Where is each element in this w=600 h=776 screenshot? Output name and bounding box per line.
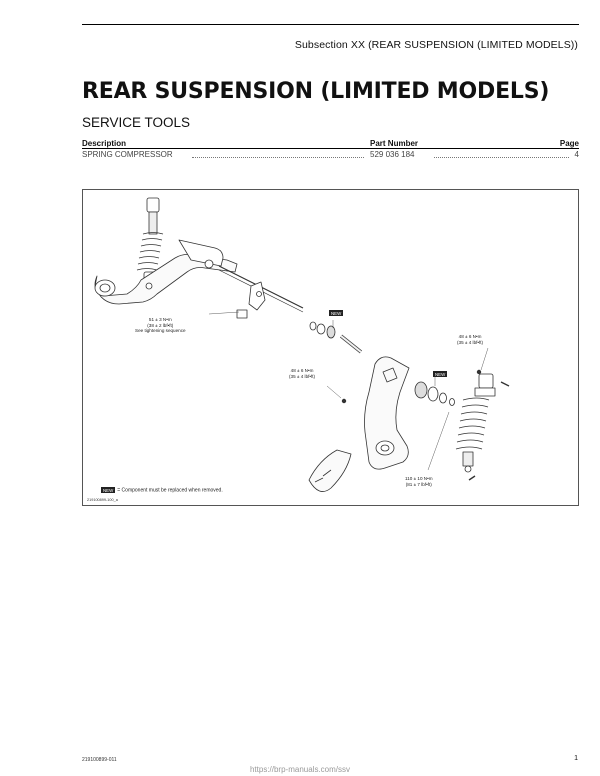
callout-line: (81 ± 7 lbf•ft) — [405, 481, 432, 487]
pivot-pin — [339, 334, 363, 354]
callout-line: (35 ± 4 lbf•ft) — [457, 339, 484, 345]
bolt-icon — [468, 475, 476, 481]
page-number: 1 — [574, 755, 578, 762]
header-part-number: Part Number — [370, 139, 419, 148]
torque-callout-48-center: 48 ± 6 N•m (35 ± 4 lbf•ft) — [289, 368, 315, 379]
new-badge: NEW — [101, 487, 116, 494]
legend-text: = Component must be replaced when remove… — [117, 487, 223, 494]
callout-line: (35 ± 4 lbf•ft) — [289, 373, 316, 379]
table-row: SPRING COMPRESSOR 529 036 184 4 — [82, 150, 579, 161]
bushing-set-upper — [309, 321, 336, 339]
document-code: 219100899-011 — [82, 757, 117, 763]
dot-leader — [192, 157, 364, 158]
torque-callout-110: 110 ± 10 N•m (81 ± 7 lbf•ft) — [405, 476, 433, 487]
tool-part-number: 529 036 184 — [370, 150, 415, 159]
upper-arm-assembly — [94, 239, 238, 305]
new-badge: NEW — [433, 371, 448, 378]
dot-leader — [434, 157, 569, 158]
nut-icon — [476, 369, 482, 375]
table-header-row: Description Part Number Page — [82, 139, 579, 149]
exploded-view-figure: 51 ± 3 N•m (38 ± 2 lbf•ft) See tightenin… — [82, 189, 579, 506]
mounting-bracket — [236, 281, 266, 319]
callout-line: 51 ± 3 N•m — [148, 317, 172, 322]
bushing-set-lower — [414, 381, 455, 406]
figure-code: 219100899-100_a — [87, 498, 118, 502]
subsection-header: Subsection XX (REAR SUSPENSION (LIMITED … — [294, 39, 578, 51]
source-watermark[interactable]: https://brp-manuals.com/ssv — [249, 765, 351, 774]
upper-shock-absorber — [136, 197, 164, 281]
lower-arm-assembly — [308, 356, 410, 492]
bolt-icon — [500, 381, 510, 387]
new-badge: NEW — [329, 310, 344, 317]
figure-legend: NEW= Component must be replaced when rem… — [101, 487, 223, 494]
page-title: REAR SUSPENSION (LIMITED MODELS) — [82, 79, 550, 104]
section-title: SERVICE TOOLS — [82, 115, 191, 130]
service-tools-table: Description Part Number Page SPRING COMP… — [82, 139, 579, 161]
callout-line: 110 ± 10 N•m — [405, 476, 433, 481]
callout-line: See tightening sequence — [135, 328, 186, 334]
header-description: Description — [82, 139, 127, 148]
header-rule — [82, 24, 579, 25]
torque-callout-48-right: 48 ± 6 N•m (35 ± 4 lbf•ft) — [457, 334, 483, 345]
tool-page-link[interactable]: 4 — [574, 150, 579, 159]
tool-description: SPRING COMPRESSOR — [82, 150, 173, 159]
torque-callout-51: 51 ± 3 N•m (38 ± 2 lbf•ft) See tightenin… — [135, 317, 186, 334]
rear-suspension-illustration — [94, 197, 510, 492]
callout-line: 48 ± 6 N•m — [290, 368, 314, 373]
callout-line: 48 ± 6 N•m — [458, 334, 482, 339]
callout-line: (38 ± 2 lbf•ft) — [147, 322, 174, 328]
nut-icon — [341, 398, 347, 404]
header-page: Page — [559, 139, 579, 148]
lower-shock-absorber — [455, 373, 496, 473]
